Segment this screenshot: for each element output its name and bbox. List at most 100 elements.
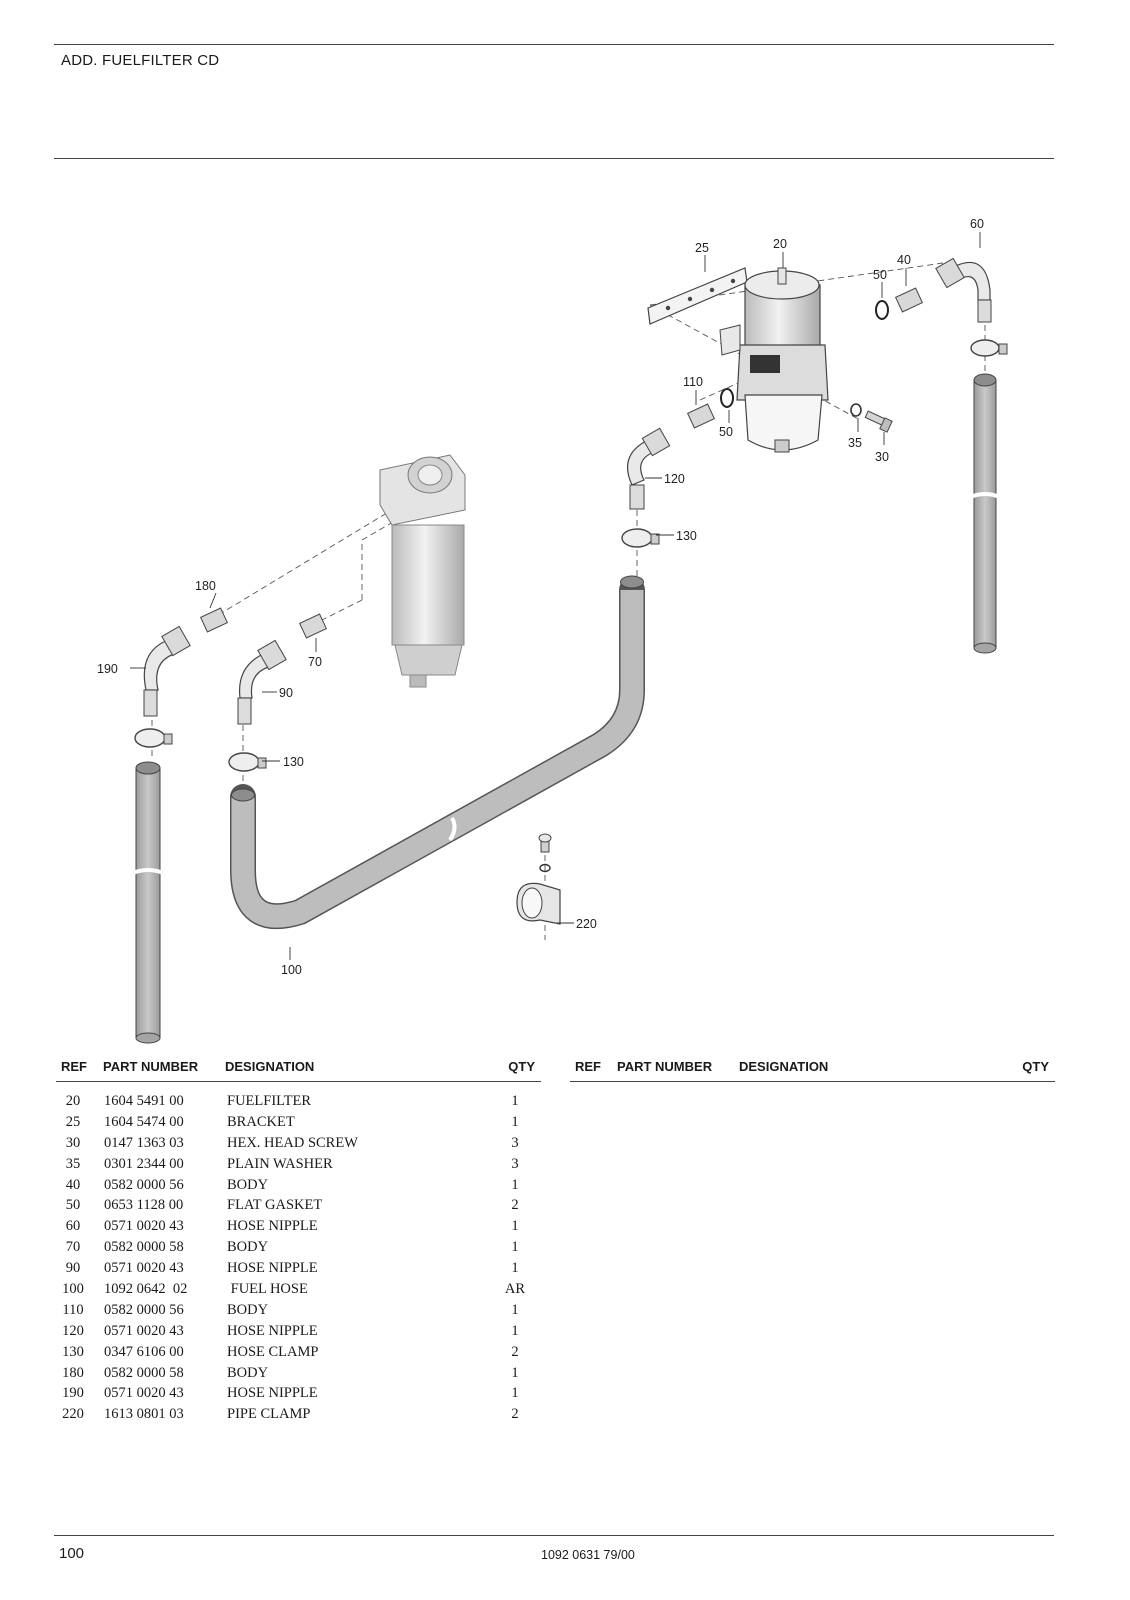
body-180	[199, 607, 229, 633]
footer-rule	[54, 1535, 1054, 1536]
hex-head-screw-30	[864, 410, 893, 433]
table-row: 50 0653 1128 00 FLAT GASKET 2	[56, 1197, 541, 1218]
page-title: ADD. FUELFILTER CD	[61, 52, 220, 69]
callout-220: 220	[576, 917, 597, 931]
callout-190: 190	[97, 662, 118, 676]
cell-part-number: 0653 1128 00	[104, 1197, 184, 1214]
header-part-number: PART NUMBER	[617, 1059, 713, 1074]
cell-ref: 60	[65, 1218, 81, 1235]
cell-designation: FUELFILTER	[227, 1093, 312, 1109]
callout-60: 60	[970, 217, 984, 231]
callout-30: 30	[875, 450, 889, 464]
body-70	[298, 613, 328, 639]
cell-designation: BODY	[227, 1176, 269, 1193]
cell-designation: HEX. HEAD SCREW	[227, 1134, 358, 1151]
cell-ref: 25	[65, 1113, 81, 1130]
cell-qty: 3	[511, 1155, 519, 1172]
header-top-rule	[54, 44, 1054, 45]
table-row: 110 0582 0000 56 BODY 1	[56, 1302, 541, 1323]
cell-designation: BODY	[227, 1239, 269, 1256]
cell-qty: 1	[511, 1301, 519, 1318]
cell-part-number: 0147 1363 03	[104, 1134, 184, 1151]
fuelfilter-20	[719, 267, 829, 453]
parts-table-right: REF PART NUMBER DESIGNATION QTY	[570, 1055, 1055, 1082]
cell-qty: 1	[511, 1322, 519, 1339]
cell-ref: 70	[65, 1239, 81, 1256]
header-qty: QTY	[1022, 1059, 1049, 1074]
cell-qty: 1	[511, 1260, 519, 1277]
cell-qty: 1	[511, 1113, 519, 1130]
callout-50b: 50	[719, 425, 733, 439]
cell-part-number: 0571 0020 43	[104, 1322, 184, 1339]
header-ref: REF	[61, 1059, 87, 1074]
header-qty: QTY	[508, 1059, 535, 1074]
callout-35: 35	[848, 436, 862, 450]
cell-part-number: 0301 2344 00	[104, 1155, 184, 1172]
cell-part-number: 1092 0642 02	[104, 1281, 188, 1298]
flat-gasket-50-left	[720, 388, 734, 408]
cell-ref: 90	[65, 1260, 81, 1277]
cell-ref: 50	[65, 1197, 81, 1214]
cell-qty: 2	[511, 1197, 519, 1214]
cell-ref: 220	[62, 1406, 84, 1423]
cell-designation: BODY	[227, 1301, 269, 1318]
table-header: REF PART NUMBER DESIGNATION QTY	[56, 1055, 541, 1082]
cell-designation: HOSE NIPPLE	[227, 1322, 318, 1339]
hose-clamp-130-left	[228, 752, 267, 772]
cell-designation: HOSE NIPPLE	[227, 1218, 318, 1235]
assembly-lines	[151, 261, 986, 940]
pipe-clamp-220	[516, 833, 561, 925]
cell-designation: FLAT GASKET	[227, 1197, 323, 1214]
header-designation: DESIGNATION	[225, 1059, 315, 1074]
plain-washer-35	[850, 403, 862, 417]
callout-leaders	[130, 232, 981, 960]
cell-designation: PIPE CLAMP	[227, 1406, 311, 1423]
cell-ref: 120	[62, 1322, 84, 1339]
cell-ref: 20	[65, 1093, 81, 1109]
page-number: 100	[59, 1545, 85, 1562]
callout-20: 20	[773, 237, 787, 251]
fuel-hose-right	[967, 373, 1003, 654]
header-bottom-rule	[54, 158, 1054, 159]
header-designation: DESIGNATION	[739, 1059, 829, 1074]
cell-designation: HOSE CLAMP	[227, 1343, 319, 1360]
flat-gasket-50-right	[875, 300, 889, 320]
cell-part-number: 1604 5474 00	[104, 1113, 184, 1130]
cell-part-number: 0582 0000 56	[104, 1301, 184, 1318]
document-number: 1092 0631 79/00	[541, 1548, 635, 1562]
callout-90: 90	[279, 686, 293, 700]
callout-110: 110	[683, 375, 703, 389]
hose-nipple-120	[627, 427, 671, 510]
hose-clamp-left	[134, 728, 173, 748]
fuel-hose-100	[230, 575, 645, 930]
callout-40: 40	[897, 253, 911, 267]
cell-qty: AR	[504, 1281, 526, 1298]
cell-ref: 110	[62, 1301, 84, 1318]
cell-part-number: 0571 0020 43	[104, 1385, 184, 1402]
header-ref: REF	[575, 1059, 601, 1074]
cell-part-number: 0582 0000 58	[104, 1239, 184, 1256]
bracket-25	[647, 267, 748, 325]
body-110	[686, 403, 716, 429]
header-part-number: PART NUMBER	[103, 1059, 199, 1074]
callout-120: 120	[664, 472, 685, 486]
callout-50: 50	[873, 268, 887, 282]
callout-100: 100	[281, 963, 302, 977]
callout-180: 180	[195, 579, 216, 593]
hose-nipple-90	[237, 639, 287, 725]
hose-clamp-right	[970, 339, 1008, 357]
cell-qty: 3	[511, 1134, 519, 1151]
callout-25: 25	[695, 241, 709, 255]
cell-designation: PLAIN WASHER	[227, 1155, 333, 1172]
cell-designation: HOSE NIPPLE	[227, 1385, 318, 1402]
cell-ref: 190	[62, 1385, 84, 1402]
hose-clamp-130-middle	[621, 528, 660, 548]
